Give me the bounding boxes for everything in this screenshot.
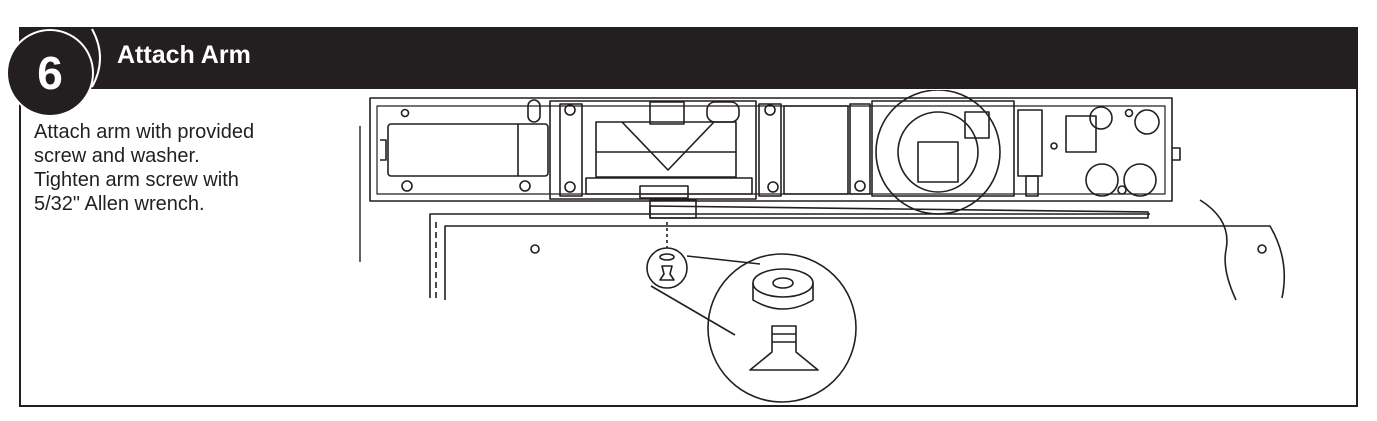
door-frame <box>429 199 1286 301</box>
instruction-line-1: Attach arm with provided <box>34 121 255 143</box>
arm-bar <box>649 199 1149 219</box>
step-panel <box>19 27 1358 407</box>
screw-washer-small <box>646 222 688 289</box>
screw-washer-magnified <box>650 253 857 403</box>
instruction-line-4: 5/32" Allen wrench. <box>34 193 205 215</box>
instruction-line-3: Tighten arm screw with <box>34 169 239 191</box>
instruction-text: Attach arm with provided screw and washe… <box>34 120 354 216</box>
instruction-line-2: screw and washer. <box>34 145 200 167</box>
step-number-badge: 6 <box>6 29 94 117</box>
door-operator-arm-illustration <box>359 90 1286 403</box>
step-title: Attach Arm <box>117 41 251 69</box>
step-header-bar <box>19 27 1358 89</box>
operator-housing <box>369 90 1181 215</box>
header-arc-divider <box>91 28 101 88</box>
